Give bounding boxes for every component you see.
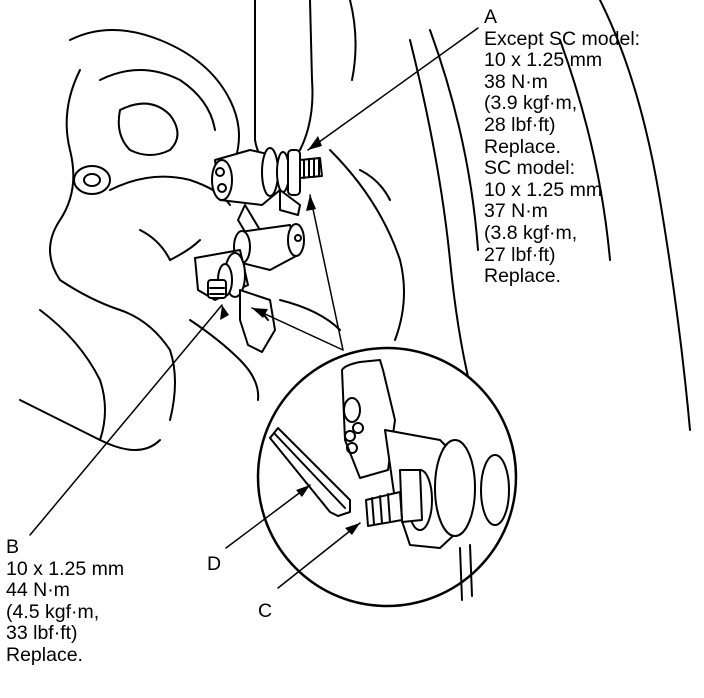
callout-b: B 10 x 1.25 mm 44 N·m (4.5 kgf·m, 33 lbf… [6,536,125,667]
callout-a-line: 10 x 1.25 mm [484,49,603,72]
callout-a: A Except SC model: 10 x 1.25 mm 38 N·m (… [484,6,641,288]
knuckle-outline [19,29,391,451]
callout-a-line: 37 N·m [484,200,548,223]
callout-a-line: 28 lbf·ft) [484,113,556,136]
leader-lines [29,27,479,589]
callout-a-line: 10 x 1.25 mm [484,178,603,201]
callout-a-letter: A [484,6,498,28]
callout-a-line: 27 lbf·ft) [484,243,556,266]
callout-c-letter: C [258,600,273,622]
callout-b-line: 10 x 1.25 mm [6,557,125,580]
lower-bolt-assembly [194,223,305,353]
callout-b-line: 44 N·m [6,579,70,602]
callout-d-letter: D [207,553,222,575]
callout-a-line: Replace. [484,135,561,158]
callout-b-line: (4.5 kgf·m, [6,600,100,623]
callout-a-line: (3.8 kgf·m, [484,221,578,244]
callout-b-line: 33 lbf·ft) [6,622,78,645]
detail-magnifier [256,346,518,608]
callout-a-line: Except SC model: [484,27,641,50]
callout-a-line: Replace. [484,265,561,288]
callout-a-line: SC model: [484,157,576,180]
upper-bolt-assembly [211,147,323,241]
callout-b-letter: B [6,536,20,558]
callout-a-line: (3.9 kgf·m, [484,92,578,115]
callout-b-line: Replace. [6,643,83,666]
arrowheads [220,136,360,535]
callout-a-line: 38 N·m [484,70,548,93]
